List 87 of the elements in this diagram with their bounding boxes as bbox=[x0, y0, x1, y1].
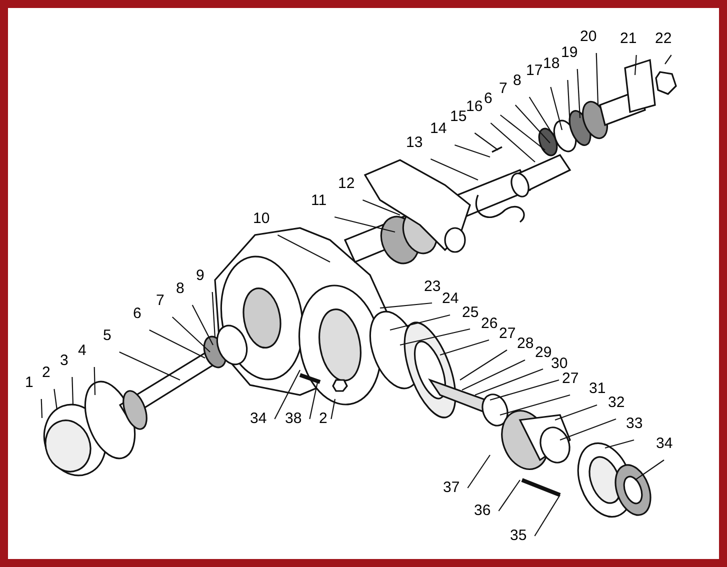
callout-number: 22 bbox=[655, 31, 672, 47]
callout-number: 27 bbox=[499, 326, 516, 342]
leader-line bbox=[576, 68, 581, 118]
leader-line bbox=[596, 52, 599, 106]
callout-number: 7 bbox=[499, 81, 508, 97]
leader-line bbox=[560, 418, 616, 441]
callout-number: 8 bbox=[176, 281, 184, 297]
callout-number: 36 bbox=[474, 503, 491, 519]
callout-number: 28 bbox=[517, 336, 534, 352]
leader-line bbox=[94, 366, 96, 396]
leader-line bbox=[192, 304, 214, 346]
callout-number: 5 bbox=[103, 328, 112, 344]
leader-line bbox=[212, 292, 216, 338]
callout-number: 30 bbox=[551, 356, 568, 372]
callout-number: 18 bbox=[543, 56, 560, 72]
callout-number: 37 bbox=[443, 480, 460, 496]
leader-line bbox=[274, 370, 300, 420]
leader-line bbox=[460, 350, 508, 380]
callout-number: 38 bbox=[285, 411, 302, 427]
callout-number: 33 bbox=[626, 416, 643, 432]
callout-number: 16 bbox=[466, 99, 483, 115]
callout-number: 35 bbox=[510, 528, 527, 544]
callout-number: 6 bbox=[133, 306, 142, 322]
callout-number: 9 bbox=[196, 268, 204, 284]
leader-line bbox=[634, 54, 637, 76]
leader-line bbox=[72, 376, 74, 406]
callout-number: 11 bbox=[311, 193, 327, 209]
callout-number: 27 bbox=[562, 371, 579, 387]
callout-number: 20 bbox=[580, 29, 597, 45]
callout-number: 21 bbox=[620, 31, 637, 47]
leader-line bbox=[277, 234, 330, 262]
leader-line bbox=[604, 439, 634, 449]
callout-number: 34 bbox=[656, 436, 673, 452]
callout-number: 2 bbox=[319, 411, 328, 427]
callout-number: 23 bbox=[424, 279, 441, 295]
leader-line bbox=[664, 54, 672, 64]
leader-line bbox=[380, 302, 432, 309]
leader-line bbox=[172, 316, 210, 352]
leader-line bbox=[119, 352, 180, 380]
leader-line bbox=[474, 368, 544, 396]
callout-number: 3 bbox=[60, 353, 68, 369]
leader-line bbox=[490, 379, 560, 401]
leader-line bbox=[634, 460, 664, 480]
callout-number: 24 bbox=[442, 291, 459, 307]
leader-line bbox=[440, 339, 490, 356]
callout-number: 1 bbox=[25, 375, 34, 391]
leader-line bbox=[500, 114, 546, 150]
leader-line bbox=[462, 360, 526, 390]
callout-number: 12 bbox=[338, 176, 355, 192]
leader-line bbox=[390, 314, 450, 331]
leader-line bbox=[500, 394, 570, 416]
callout-number: 26 bbox=[481, 316, 498, 332]
leader-line bbox=[454, 144, 490, 158]
leader-line bbox=[149, 330, 206, 358]
leader-line bbox=[550, 86, 563, 130]
leader-line bbox=[334, 216, 396, 233]
leader-line bbox=[54, 388, 58, 410]
callout-number: 17 bbox=[526, 63, 543, 79]
callout-number: 6 bbox=[484, 91, 492, 107]
leader-line bbox=[514, 104, 550, 144]
leader-line bbox=[490, 122, 536, 162]
leader-line bbox=[567, 80, 571, 126]
callout-number: 13 bbox=[406, 135, 423, 151]
leader-line bbox=[474, 132, 498, 150]
callout-number: 4 bbox=[78, 343, 86, 359]
callout-number: 8 bbox=[513, 73, 522, 89]
callout-number: 10 bbox=[253, 211, 270, 227]
callout-number: 14 bbox=[430, 121, 447, 137]
leader-line bbox=[554, 404, 598, 421]
leader-line bbox=[362, 199, 400, 216]
leader-line bbox=[534, 494, 560, 536]
callout-number: 2 bbox=[42, 365, 50, 381]
callout-number: 25 bbox=[462, 305, 479, 321]
callout-number: 32 bbox=[608, 395, 625, 411]
leader-line bbox=[498, 480, 520, 512]
callout-number: 31 bbox=[589, 381, 606, 397]
leader-line bbox=[528, 96, 556, 138]
callout-number: 7 bbox=[156, 293, 164, 309]
leader-line bbox=[400, 328, 470, 346]
leader-line bbox=[330, 398, 336, 420]
leader-line bbox=[40, 398, 43, 418]
callout-number: 29 bbox=[535, 345, 552, 361]
leader-line bbox=[430, 158, 478, 180]
leader-line bbox=[467, 454, 490, 488]
callout-number: 19 bbox=[561, 45, 578, 61]
callout-number: 15 bbox=[450, 109, 467, 125]
callout-number: 34 bbox=[250, 411, 267, 427]
